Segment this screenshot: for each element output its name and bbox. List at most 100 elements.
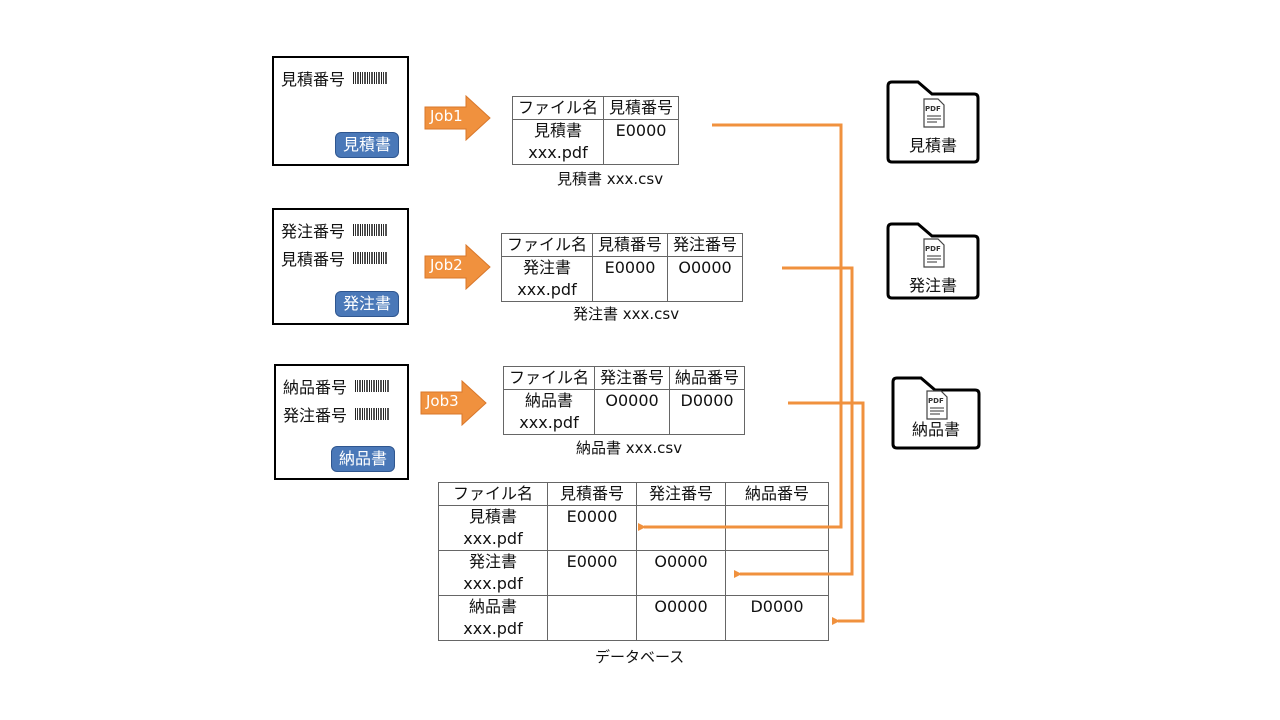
value-cell: O0000 <box>636 595 726 641</box>
column-header: 見積番号 <box>592 233 669 257</box>
file-extension: xxx.pdf <box>463 574 523 593</box>
file-extension: xxx.pdf <box>463 529 523 548</box>
database-table: ファイル名 見積番号 発注番号 納品番号 見積書 xxx.pdf E0000 発… <box>438 482 829 641</box>
right-arrow-icon <box>424 244 491 290</box>
file-extension: xxx.pdf <box>519 413 579 432</box>
value-cell <box>547 595 637 641</box>
file-name: 見積書 <box>468 507 517 526</box>
file-name-cell: 発注書 xxx.pdf <box>438 550 548 596</box>
file-name-cell: 見積書 xxx.pdf <box>511 119 605 165</box>
pdf-file-icon: PDF <box>926 390 948 420</box>
source-document-estimate: 見積番号 見積書 <box>272 56 409 166</box>
file-name: 納品書 <box>468 597 517 616</box>
csv-table-estimate: ファイル名 見積番号 見積書 xxx.pdf E0000 <box>511 96 680 165</box>
folder-estimate[interactable]: PDF 見積書 <box>886 80 980 164</box>
value-cell: E0000 <box>592 256 669 302</box>
column-header: 発注番号 <box>667 233 744 257</box>
table-header-row: ファイル名 見積番号 発注番号 <box>500 233 744 257</box>
value-cell: O0000 <box>636 550 726 596</box>
column-header: ファイル名 <box>438 482 548 506</box>
column-header: 見積番号 <box>547 482 637 506</box>
column-header: 見積番号 <box>603 96 680 120</box>
value-cell: D0000 <box>725 595 829 641</box>
field-label: 発注番号 <box>283 406 348 425</box>
file-name-cell: 納品書 xxx.pdf <box>502 389 596 435</box>
barcode-icon <box>355 408 390 420</box>
pdf-label: PDF <box>925 105 941 113</box>
column-header: ファイル名 <box>500 233 594 257</box>
document-field-row: 納品番号 <box>283 374 390 398</box>
field-label: 見積番号 <box>281 250 346 269</box>
table-header-row: ファイル名 発注番号 納品番号 <box>502 366 746 390</box>
table-row: 見積書 xxx.pdf E0000 <box>511 119 680 165</box>
table-row: 見積書 xxx.pdf E0000 <box>438 505 829 551</box>
document-field-row: 見積番号 <box>281 66 388 90</box>
folder-label: 納品書 <box>911 420 960 439</box>
file-name: 発注書 <box>523 258 572 277</box>
document-field-row: 発注番号 <box>283 402 390 426</box>
column-header: 発注番号 <box>636 482 726 506</box>
file-extension: xxx.pdf <box>463 619 523 638</box>
value-cell: D0000 <box>669 389 746 435</box>
csv-caption: 発注書 xxx.csv <box>573 305 680 323</box>
csv-table-delivery: ファイル名 発注番号 納品番号 納品書 xxx.pdf O0000 D0000 <box>502 366 746 435</box>
field-label: 納品番号 <box>283 378 348 397</box>
table-row: 納品書 xxx.pdf O0000 D0000 <box>438 595 829 641</box>
folder-label: 発注書 <box>908 276 957 295</box>
database-caption: データベース <box>595 648 685 666</box>
pdf-file-icon: PDF <box>923 238 945 268</box>
value-cell: O0000 <box>667 256 744 302</box>
source-document-order: 発注番号 見積番号 発注書 <box>272 208 409 325</box>
csv-table-order: ファイル名 見積番号 発注番号 発注書 xxx.pdf E0000 O0000 <box>500 233 744 302</box>
job-label: Job3 <box>426 392 459 410</box>
document-field-row: 発注番号 <box>281 218 388 242</box>
pdf-label: PDF <box>925 245 941 253</box>
folder-delivery[interactable]: PDF 納品書 <box>891 376 981 460</box>
table-header-row: ファイル名 見積番号 <box>511 96 680 120</box>
document-field-row: 見積番号 <box>281 246 388 270</box>
file-name: 発注書 <box>468 552 517 571</box>
table-row: 発注書 xxx.pdf E0000 O0000 <box>500 256 744 302</box>
table-header-row: ファイル名 見積番号 発注番号 納品番号 <box>438 482 829 506</box>
job-arrow-3: Job3 <box>420 380 488 426</box>
folder-label: 見積書 <box>908 136 957 155</box>
value-cell <box>636 505 726 551</box>
file-name: 見積書 <box>534 121 583 140</box>
job-arrow-1: Job1 <box>424 95 492 141</box>
column-header: ファイル名 <box>502 366 596 390</box>
pdf-label: PDF <box>928 397 944 405</box>
table-row: 発注書 xxx.pdf E0000 O0000 <box>438 550 829 596</box>
document-type-badge: 納品書 <box>330 446 395 472</box>
job-label: Job2 <box>430 256 463 274</box>
connector-estimate-to-db <box>638 123 843 531</box>
file-extension: xxx.pdf <box>517 280 577 299</box>
job-label: Job1 <box>430 107 463 125</box>
job-arrow-2: Job2 <box>424 244 492 290</box>
column-header: 納品番号 <box>669 366 746 390</box>
column-header: 発注番号 <box>594 366 671 390</box>
column-header: ファイル名 <box>511 96 605 120</box>
file-name: 納品書 <box>525 391 574 410</box>
value-cell <box>725 550 829 596</box>
file-name-cell: 見積書 xxx.pdf <box>438 505 548 551</box>
value-cell: E0000 <box>603 119 680 165</box>
field-label: 見積番号 <box>281 70 346 89</box>
right-arrow-icon <box>420 380 487 426</box>
value-cell: E0000 <box>547 550 637 596</box>
file-extension: xxx.pdf <box>528 143 588 162</box>
right-arrow-icon <box>424 95 491 141</box>
field-label: 発注番号 <box>281 222 346 241</box>
source-document-delivery: 納品番号 発注番号 納品書 <box>274 364 409 480</box>
column-header: 納品番号 <box>725 482 829 506</box>
file-name-cell: 発注書 xxx.pdf <box>500 256 594 302</box>
csv-caption: 見積書 xxx.csv <box>557 170 664 188</box>
table-row: 納品書 xxx.pdf O0000 D0000 <box>502 389 746 435</box>
csv-caption: 納品書 xxx.csv <box>576 439 683 457</box>
barcode-icon <box>355 380 390 392</box>
barcode-icon <box>353 72 388 84</box>
value-cell <box>725 505 829 551</box>
folder-order[interactable]: PDF 発注書 <box>886 222 980 306</box>
document-type-badge: 見積書 <box>334 132 399 158</box>
file-name-cell: 納品書 xxx.pdf <box>438 595 548 641</box>
pdf-file-icon: PDF <box>923 98 945 128</box>
